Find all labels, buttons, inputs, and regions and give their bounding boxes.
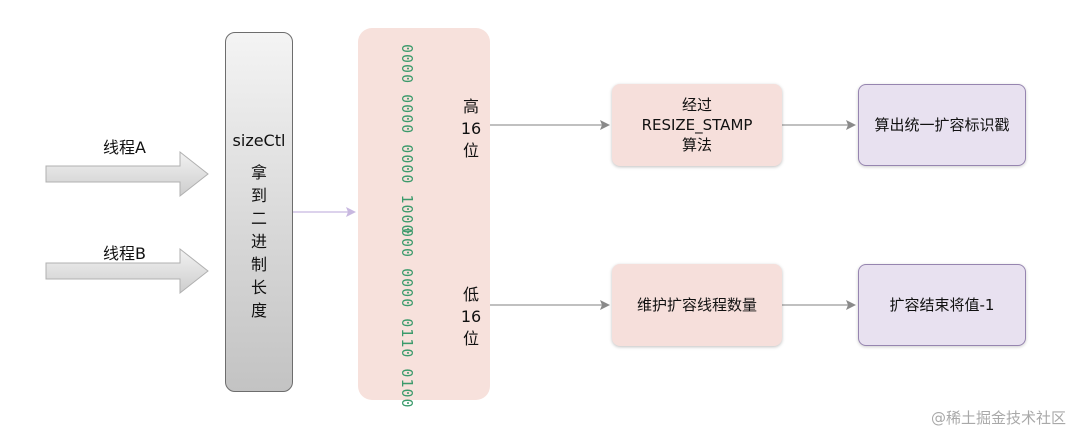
sizectl-box: sizeCtl 拿 到 二 进 制 长 度 — [225, 32, 293, 392]
sizectl-char: 到 — [250, 186, 267, 205]
maintain-result-box: 扩容结束将值-1 — [858, 264, 1026, 346]
sizectl-char: 度 — [250, 301, 267, 320]
low-label-part: 16 — [460, 307, 482, 326]
maintain-result-text: 扩容结束将值-1 — [889, 296, 995, 314]
sizectl-char: 进 — [250, 232, 267, 251]
low-label-part: 低 — [462, 285, 479, 304]
sizectl-char: 二 — [250, 209, 267, 228]
sizectl-char: 拿 — [250, 163, 267, 182]
resize-stamp-box: 经过 RESIZE_STAMP 算法 — [612, 84, 782, 166]
resize-stamp-line: 经过 — [681, 96, 712, 114]
binary-bits-panel — [358, 28, 490, 400]
thread-a-label: 线程A — [103, 138, 146, 157]
maintain-threads-text: 维护扩容线程数量 — [636, 296, 757, 314]
resize-stamp-line: 算法 — [681, 136, 712, 154]
thread-a-arrow — [45, 150, 209, 198]
stamp-result-box: 算出统一扩容标识戳 — [858, 84, 1026, 166]
resize-stamp-line: RESIZE_STAMP — [641, 116, 753, 134]
maintain-threads-box: 维护扩容线程数量 — [612, 264, 782, 346]
sizectl-description: 拿 到 二 进 制 长 度 — [226, 161, 292, 322]
low-label-part: 位 — [462, 329, 479, 348]
high-16-bits-value: 0000 0000 0000 1000 — [398, 44, 416, 235]
low-to-maintain-arrowhead — [600, 300, 610, 310]
maintain-to-result-arrowhead — [846, 300, 856, 310]
high-label-part: 高 — [462, 97, 479, 116]
stamp-result-text: 算出统一扩容标识戳 — [874, 116, 1010, 134]
watermark-text: @稀土掘金技术社区 — [930, 409, 1066, 427]
high-label-part: 16 — [460, 119, 482, 138]
sizectl-char: 长 — [250, 278, 267, 297]
thread-b-arrow — [45, 247, 209, 295]
high-16-bits-label: 高 16 位 — [458, 96, 484, 162]
sizectl-char: 制 — [250, 255, 267, 274]
high-label-part: 位 — [462, 141, 479, 160]
low-16-bits-value: 000 0000 0110 0100 — [398, 228, 416, 409]
sizectl-to-bits-arrowhead — [346, 207, 356, 217]
low-16-bits-label: 低 16 位 — [458, 284, 484, 350]
stamp-to-result-arrowhead — [846, 120, 856, 130]
thread-b-label: 线程B — [103, 244, 146, 263]
sizectl-title: sizeCtl — [232, 131, 286, 150]
high-to-stamp-arrowhead — [600, 120, 610, 130]
